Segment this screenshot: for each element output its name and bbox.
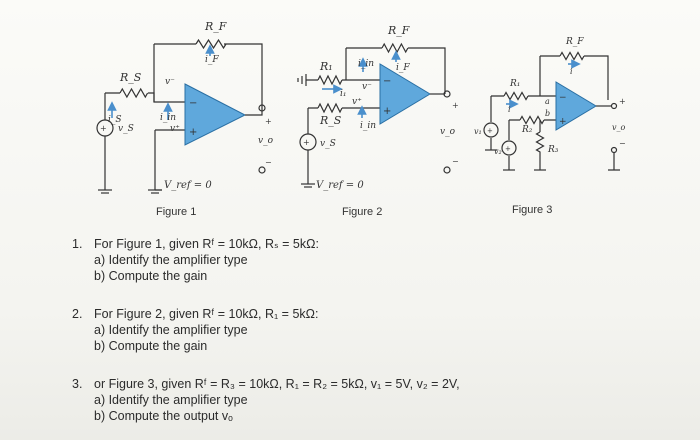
v2-source-fig3 xyxy=(501,140,517,156)
rf-resistor-fig2 xyxy=(381,42,409,54)
vo-plus-fig2: + xyxy=(452,101,459,110)
circuit-figures: + − + R_F i_F R_S i_S v_S v⁻ i_in v⁺ v_o… xyxy=(96,20,626,218)
vo-minus-fig3: − xyxy=(619,139,626,148)
if-label-fig1: i_F xyxy=(205,55,219,65)
question-3-part-a: a) Identify the amplifier type xyxy=(94,393,248,407)
r1-resistor-fig3 xyxy=(503,91,529,101)
r1-label-fig3: R₁ xyxy=(509,79,520,89)
vs-label-fig2: v_S xyxy=(320,139,336,149)
r2-resistor-fig3 xyxy=(519,115,545,125)
question-3: 3. or Figure 3, given Rᶠ = R₃ = 10kΩ, R₁ … xyxy=(72,376,460,424)
vplus-label-fig2: v⁺ xyxy=(352,97,362,107)
v1-label-fig3: v₁ xyxy=(474,127,482,136)
vo-plus-fig1: + xyxy=(265,117,272,126)
question-3-text: or Figure 3, given Rᶠ = R₃ = 10kΩ, R₁ = … xyxy=(94,377,460,391)
vs-source-fig1 xyxy=(96,119,114,137)
question-2-text: For Figure 2, given Rᶠ = 10kΩ, R₁ = 5kΩ: xyxy=(94,307,319,321)
v2-label-fig3: v₂ xyxy=(494,147,502,156)
r3-label-fig3: R₃ xyxy=(547,145,559,155)
rf-resistor-fig1 xyxy=(195,38,227,50)
i-top-label-fig3: i xyxy=(570,67,573,76)
is-label-fig1: i_S xyxy=(108,115,122,125)
vref-label-fig1: V_ref = 0 xyxy=(164,180,212,191)
vo-plus-fig3: + xyxy=(619,97,626,106)
a-node-label-fig3: a xyxy=(545,97,550,106)
vref-label-fig2: V_ref = 0 xyxy=(316,180,364,191)
svg-text:−: − xyxy=(383,76,391,87)
r1-resistor-fig2 xyxy=(317,74,343,86)
question-1-text: For Figure 1, given Rᶠ = 10kΩ, Rₛ = 5kΩ: xyxy=(94,237,319,251)
vo-label-fig1: v_o xyxy=(258,136,274,146)
rs-resistor-fig2 xyxy=(317,102,343,114)
vs-source-plus-fig2: + xyxy=(303,138,310,147)
figure-3-caption: Figure 3 xyxy=(512,204,552,216)
question-3-number: 3. xyxy=(72,377,83,391)
opamp-fig3 xyxy=(555,81,597,131)
figure-1-circuit: + − + R_F i_F R_S i_S v_S v⁻ i_in v⁺ v_o… xyxy=(96,20,274,218)
vplus-label-fig1: v⁺ xyxy=(170,124,180,134)
svg-text:+: + xyxy=(559,117,567,127)
if-label-fig2: i_F xyxy=(396,63,410,73)
svg-text:+: + xyxy=(189,127,197,138)
question-2-part-a: a) Identify the amplifier type xyxy=(94,323,248,337)
question-2-number: 2. xyxy=(72,307,83,321)
iin-top-label-fig2: i_in xyxy=(358,59,374,69)
svg-text:−: − xyxy=(559,93,567,103)
rs-resistor-fig1 xyxy=(119,87,149,99)
v1-source-fig3 xyxy=(483,122,499,138)
vs-source-plus-fig1: + xyxy=(100,124,107,133)
vo-label-fig2: v_o xyxy=(440,127,456,137)
opamp-fig1 xyxy=(184,83,247,146)
rf-label-fig2: R_F xyxy=(387,24,410,37)
vo-minus-fig1: − xyxy=(265,158,272,167)
question-1-number: 1. xyxy=(72,237,83,251)
i1-label-fig2: i₁ xyxy=(340,89,347,99)
r2-label-fig3: R₂ xyxy=(521,125,533,135)
figure-3-circuit: + + − + R_F i R₁ i a b R₂ R₃ v₁ v₂ v_o +… xyxy=(474,37,626,216)
rf-resistor-fig3 xyxy=(559,51,585,61)
question-3-part-b: b) Compute the output vₒ xyxy=(94,409,233,423)
rs-label-fig1: R_S xyxy=(119,71,142,84)
figure-2-circuit: + − + R_F i_F R₁ i₁ i_in v⁻ v⁺ R_S i_in … xyxy=(297,24,459,218)
question-1: 1. For Figure 1, given Rᶠ = 10kΩ, Rₛ = 5k… xyxy=(72,236,319,284)
svg-text:−: − xyxy=(189,98,197,109)
question-1-part-b: b) Compute the gain xyxy=(94,269,208,283)
question-2-part-b: b) Compute the gain xyxy=(94,339,208,353)
iin-label-fig1: i_in xyxy=(160,113,176,123)
rf-label-fig1: R_F xyxy=(204,20,227,33)
svg-text:+: + xyxy=(383,106,391,117)
vo-label-fig3: v_o xyxy=(612,123,626,132)
question-1-part-a: a) Identify the amplifier type xyxy=(94,253,248,267)
vminus-label-fig2: v⁻ xyxy=(362,82,372,92)
vminus-label-fig1: v⁻ xyxy=(165,77,175,87)
rs-label-fig2: R_S xyxy=(319,114,342,127)
rf-label-fig3: R_F xyxy=(565,37,584,47)
v2-source-plus-fig3: + xyxy=(505,145,511,153)
r3-resistor-fig3 xyxy=(535,131,545,170)
figure-2-caption: Figure 2 xyxy=(342,206,382,218)
r1-label-fig2: R₁ xyxy=(319,60,333,73)
question-2: 2. For Figure 2, given Rᶠ = 10kΩ, R₁ = 5k… xyxy=(72,306,318,354)
iin-bot-label-fig2: i_in xyxy=(360,121,376,131)
vs-label-fig1: v_S xyxy=(118,124,134,134)
vs-source-fig2 xyxy=(299,133,317,151)
v1-source-plus-fig3: + xyxy=(487,127,493,135)
vo-minus-fig2: − xyxy=(452,157,459,166)
b-node-label-fig3: b xyxy=(545,109,550,118)
figure-1-caption: Figure 1 xyxy=(156,206,196,218)
opamp-fig2 xyxy=(379,63,431,125)
i1-label-fig3: i xyxy=(508,105,511,114)
